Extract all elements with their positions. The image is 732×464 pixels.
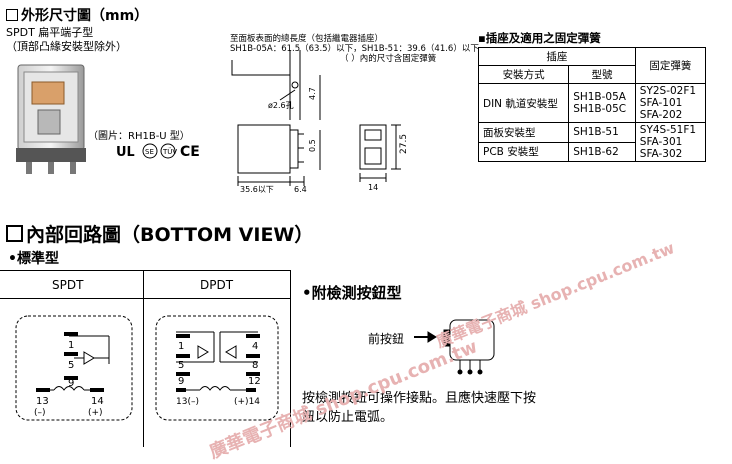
note-line-2: SH1B-05A：61.5（63.5）以下，SH1B-51：39.6（41.6）… [230, 44, 479, 54]
dpdt-diagram: 1 4 5 8 9 12 13(–) (+)14 [155, 315, 279, 421]
note-line-3: （ ）內的尺寸含固定彈簧 [340, 54, 437, 64]
outline-title: 外形尺寸圖（mm） [6, 5, 148, 25]
table-row: PCB 安裝型 SH1B-62 [477, 141, 706, 162]
pin-1: 1 [178, 341, 184, 352]
divider [290, 270, 291, 447]
watermark-text: 廣華電子商城 shop.cpu.com.tw [433, 238, 678, 352]
ul-mark-icon: ᑌᒪ [116, 145, 135, 160]
header-socket: 插座 [478, 47, 636, 66]
sockets-title: ▪插座及適用之固定彈簧 [478, 31, 601, 45]
dim-27-5: 27.5 [399, 134, 409, 154]
model-cell: SH1B-51 [568, 122, 636, 143]
pin-14: (+)14 [234, 397, 260, 407]
model-cell: SH1B-62 [568, 141, 636, 162]
certification-marks: ᑌᒪ SE TÜV CE [116, 143, 200, 160]
pin-9: 9 [178, 376, 184, 387]
circuit-title: 內部回路圖（BOTTOM VIEW） [6, 220, 313, 247]
pin-13: 13 [36, 396, 49, 407]
picture-caption: （圖片：RH1B-U 型） [88, 131, 190, 142]
pin-9: 9 [68, 378, 74, 389]
header-spring: 固定彈簧 [634, 47, 707, 84]
dpdt-label: DPDT [200, 278, 234, 292]
pin-minus: (–) [34, 408, 46, 418]
divider [143, 270, 144, 447]
pin-1: 1 [68, 340, 74, 351]
front-button-label: 前按鈕 [368, 332, 405, 346]
checkbox-icon [6, 225, 23, 242]
dim-14: 14 [368, 183, 378, 192]
svg-text:SE: SE [145, 148, 154, 156]
outline-drawing: ø2.6孔 4.7 0.5 27.5 35.6以下 6.4 14 [231, 50, 409, 194]
pin-plus: (+) [88, 408, 103, 418]
test-button-relay-drawing [414, 319, 495, 375]
header-mounting: 安裝方式 [477, 65, 570, 84]
mounting-cell: 面板安裝型 [477, 122, 570, 143]
test-button-title: •附檢測按鈕型 [302, 284, 402, 302]
mounting-cell: DIN 軌道安裝型 [477, 83, 570, 123]
header-model: 型號 [568, 65, 636, 84]
test-button-desc: 按檢測按鈕可操作接點。且應快速壓下按 鈕以防止電弧。 [302, 391, 537, 425]
divider [0, 298, 290, 299]
checkbox-icon [6, 9, 18, 21]
spdt-diagram: 1 5 9 13 14 (–) (+) [15, 315, 133, 421]
divider [0, 270, 290, 271]
svg-text:CE: CE [180, 144, 200, 160]
pin-5: 5 [68, 360, 74, 371]
outline-subtitle-2: （頂部凸緣安裝型除外） [6, 40, 127, 53]
note-line-1: 至面板表面的總長度（包括繼電器插座） [230, 34, 384, 44]
relay-photo [16, 64, 86, 174]
pin-8: 8 [252, 360, 258, 371]
pin-12: 12 [248, 376, 261, 387]
dim-6-4: 6.4 [294, 185, 307, 194]
dim-0-5: 0.5 [308, 139, 317, 152]
dim-hole: ø2.6孔 [268, 101, 294, 110]
dim-35-6: 35.6以下 [240, 185, 274, 194]
pin-14: 14 [91, 396, 104, 407]
outline-subtitle-1: SPDT 扁平端子型 [6, 26, 94, 39]
pin-5: 5 [178, 360, 184, 371]
bullet-icon: ▪ [478, 31, 486, 45]
svg-text:TÜV: TÜV [162, 147, 177, 156]
spdt-label: SPDT [52, 278, 84, 292]
mounting-cell: PCB 安裝型 [477, 141, 570, 162]
dim-4-7: 4.7 [308, 87, 317, 100]
pin-13: 13(–) [176, 397, 199, 407]
standard-label: •標準型 [8, 251, 59, 267]
pin-4: 4 [252, 341, 258, 352]
